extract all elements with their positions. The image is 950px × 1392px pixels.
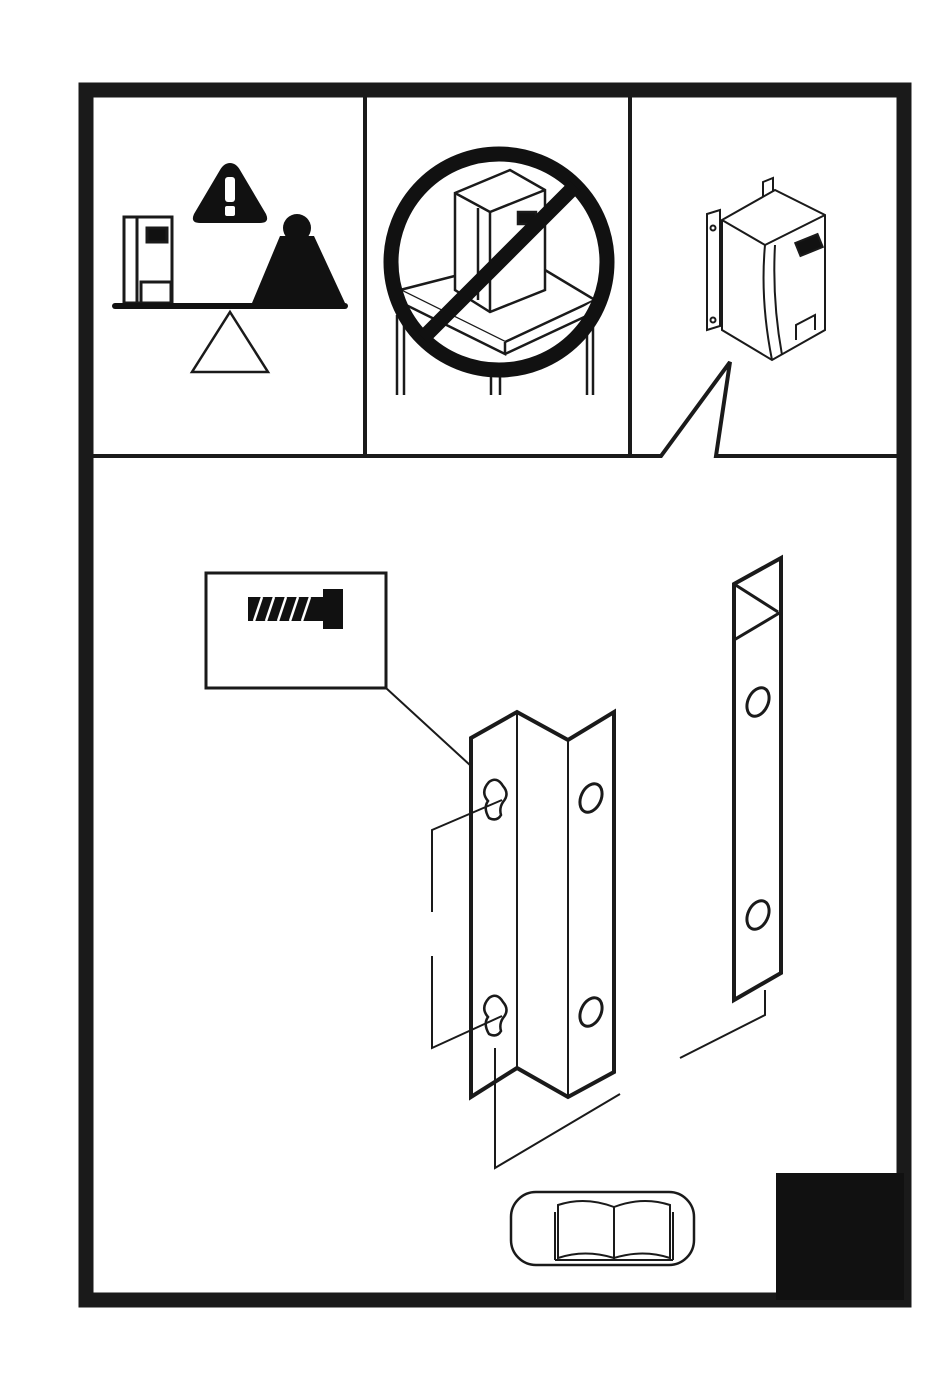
balance-scale-icon: [112, 303, 348, 372]
heavy-weight-icon: [252, 214, 345, 303]
prohibited-placement-panel: [391, 154, 607, 395]
screw-callout-box: [206, 573, 386, 688]
flat-rail-icon: [734, 558, 781, 1000]
drive-unit-icon: [124, 217, 172, 303]
black-page-tab: [776, 1173, 904, 1300]
weight-warning-panel: [112, 163, 348, 372]
wall-mounted-drive-icon: [707, 178, 825, 360]
warning-triangle-icon: [193, 163, 267, 223]
vertical-rail-icon: [471, 712, 614, 1097]
wall-mounted-unit-panel: [707, 178, 825, 360]
manual-book-icon: [511, 1192, 694, 1265]
